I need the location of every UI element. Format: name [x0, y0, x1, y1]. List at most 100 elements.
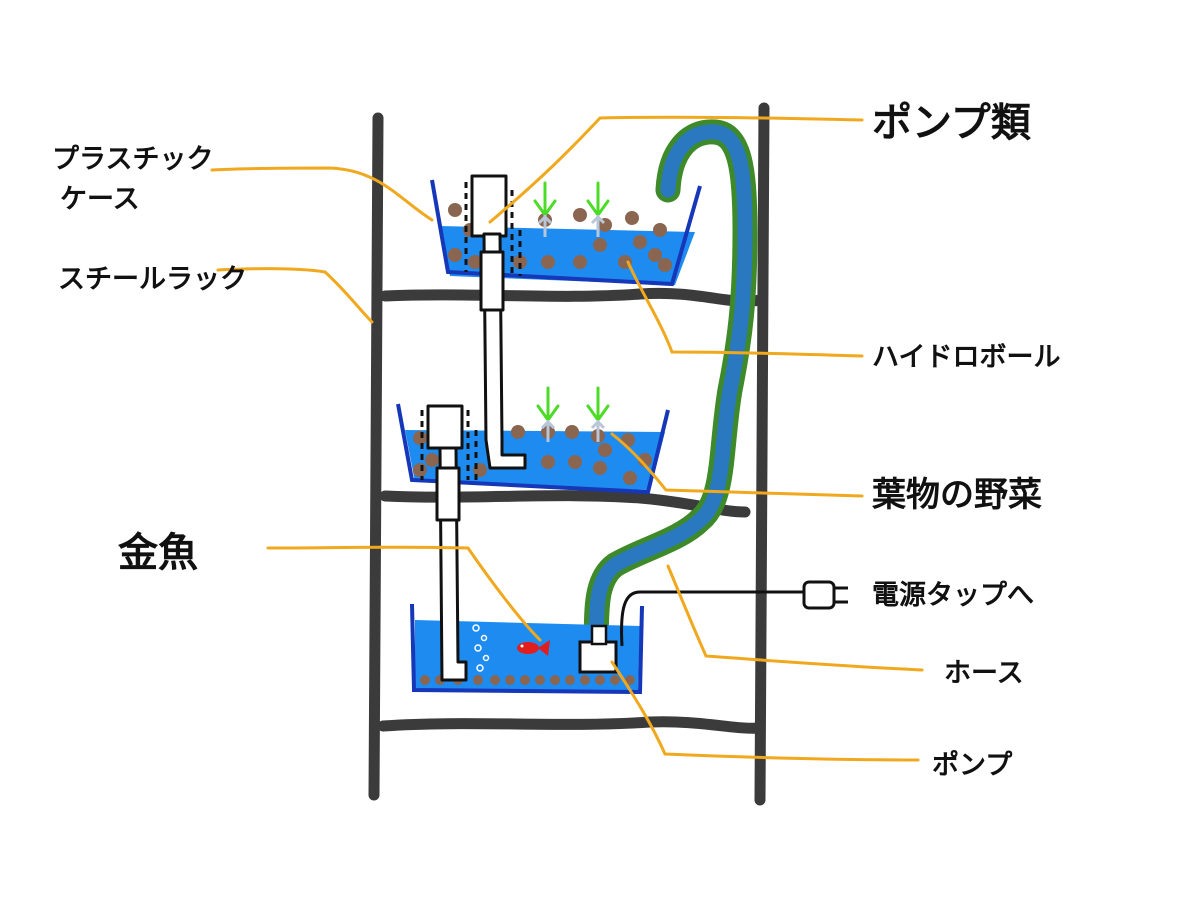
- hydroball: [598, 443, 612, 457]
- pump-body: [578, 640, 618, 674]
- labels: プラスチック ケース スチールラック 金魚 ポンプ類 ハイドロボール 葉物の野菜…: [52, 100, 1060, 781]
- pipe-top-joint: [479, 250, 505, 312]
- hydroball: [550, 675, 560, 685]
- label-power-tap: 電源タップへ: [872, 580, 1034, 611]
- hydroball: [593, 238, 607, 252]
- label-plastic-case-line2: ケース: [60, 184, 140, 215]
- bubbles: [472, 624, 490, 672]
- sprout: [586, 181, 610, 218]
- label-leafy-veg: 葉物の野菜: [871, 475, 1042, 515]
- label-hose: ホース: [944, 658, 1024, 689]
- hydroball: [505, 675, 515, 685]
- sprout-root: [537, 214, 553, 237]
- power-plug: [802, 580, 836, 610]
- leader-lines: [210, 115, 924, 762]
- hydroball: [448, 203, 462, 217]
- bubble: [472, 624, 480, 632]
- hydroball: [565, 425, 579, 439]
- hydroball: [623, 471, 637, 485]
- hydroball: [511, 425, 525, 439]
- hose: [583, 119, 758, 653]
- hydroball: [653, 223, 667, 237]
- bubble: [482, 654, 490, 662]
- rack-post-left: [368, 112, 384, 801]
- hose-inner: [588, 124, 753, 648]
- sprout: [536, 386, 560, 423]
- tray-top-edge: [430, 179, 702, 287]
- sprout-root: [590, 419, 606, 442]
- hydroball: [541, 255, 555, 269]
- siphon-top-cap: [470, 174, 508, 238]
- hydroball: [658, 258, 672, 272]
- siphon-mid-cap: [426, 404, 464, 450]
- bubble: [476, 664, 484, 672]
- leader-leafy-veg: [610, 432, 864, 498]
- rack-shelf-bottom: [377, 716, 766, 734]
- label-hydroball: ハイドロボール: [872, 342, 1060, 373]
- hydroball: [420, 675, 430, 685]
- bubble: [480, 634, 488, 642]
- hydroball: [425, 453, 439, 467]
- goldfish-body: [517, 642, 539, 654]
- leader-steel-rack: [216, 267, 374, 324]
- hydroball: [610, 675, 620, 685]
- rack-post-right: [754, 102, 770, 806]
- hydroball: [520, 675, 530, 685]
- goldfish: [517, 640, 550, 656]
- hydroball: [535, 675, 545, 685]
- sprout: [533, 181, 557, 218]
- drain-pipes: [420, 174, 527, 682]
- leader-goldfish: [266, 545, 542, 642]
- plug-prongs: [834, 586, 848, 604]
- goldfish-eye: [520, 644, 524, 648]
- sprout-root: [540, 419, 556, 442]
- tray-top-sprouts: [533, 181, 610, 237]
- hydroball: [625, 675, 635, 685]
- hydroball: [468, 255, 482, 269]
- tray-mid-edge: [396, 403, 670, 495]
- strainer-mid: [420, 410, 478, 480]
- tank-edge: [410, 603, 644, 695]
- label-goldfish: 金魚: [117, 530, 198, 576]
- label-pump: ポンプ: [932, 750, 1013, 781]
- hydroball: [448, 248, 462, 262]
- label-pumps: ポンプ類: [872, 100, 1032, 146]
- tray-top-hydroballs: [448, 203, 672, 272]
- label-plastic-case-line1: プラスチック: [52, 144, 213, 175]
- tray-mid-sprouts: [536, 386, 610, 442]
- hydroball: [573, 255, 587, 269]
- rack-shelf-top: [379, 287, 766, 307]
- leader-hydroball: [626, 260, 864, 358]
- fish-tank: [410, 603, 644, 695]
- hydroball: [513, 255, 527, 269]
- plastic-case-middle: [396, 386, 670, 495]
- sprout: [586, 386, 610, 423]
- hydroball: [568, 455, 582, 469]
- hydroball: [473, 675, 483, 685]
- hydroball: [633, 235, 647, 249]
- hydroball: [593, 461, 607, 475]
- hydroball: [541, 455, 555, 469]
- hydroball: [413, 431, 427, 445]
- pump-outlet: [590, 624, 608, 646]
- leader-hose: [666, 564, 924, 672]
- bubble: [474, 644, 482, 652]
- leader-plastic-case: [210, 166, 434, 222]
- hydroball: [595, 675, 605, 685]
- hydroball: [413, 463, 427, 477]
- goldfish-tail: [538, 640, 550, 656]
- hydroball: [580, 675, 590, 685]
- hydroball: [490, 675, 500, 685]
- hydroball: [625, 211, 639, 225]
- label-steel-rack: スチールラック: [58, 264, 247, 295]
- leader-pumps: [488, 115, 864, 224]
- pipe-mid-joint: [435, 466, 461, 522]
- power-cord: [620, 580, 848, 647]
- sprout-root: [590, 214, 606, 237]
- leader-pump: [610, 660, 920, 762]
- hydroball: [565, 675, 575, 685]
- hydroball: [573, 208, 587, 222]
- hydroball: [648, 248, 662, 262]
